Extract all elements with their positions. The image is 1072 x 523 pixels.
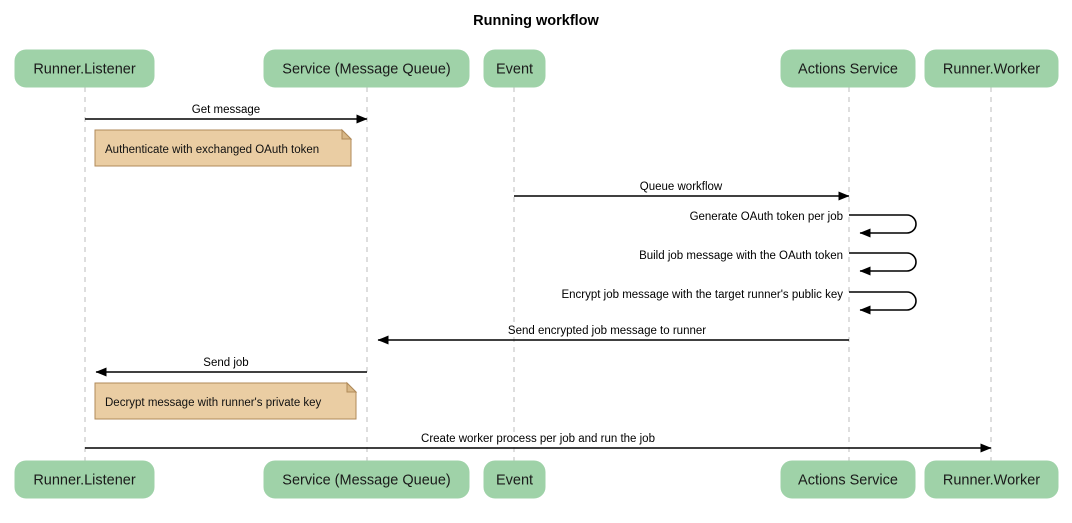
participant-event-footer[interactable]: Event bbox=[483, 460, 546, 499]
message-label-0: Get message bbox=[192, 104, 260, 116]
page-title: Running workflow bbox=[473, 13, 599, 29]
participant-box-runner-worker bbox=[924, 460, 1059, 499]
participant-label-service-message-queue: Service (Message Queue) bbox=[282, 473, 450, 489]
message-3[interactable]: Build job message with the OAuth token bbox=[639, 250, 917, 276]
participant-box-runner-listener bbox=[14, 460, 155, 499]
message-4[interactable]: Encrypt job message with the target runn… bbox=[561, 289, 917, 315]
participant-label-runner-listener: Runner.Listener bbox=[33, 473, 136, 489]
participants-footer-layer: Runner.Listener Service (Message Queue) Ev… bbox=[14, 460, 1059, 499]
participant-box-event bbox=[483, 460, 546, 499]
note-decrypt-text: Decrypt message with runner's private ke… bbox=[105, 397, 322, 409]
participant-event-header[interactable]: Event bbox=[483, 49, 546, 88]
participant-label-runner-listener: Runner.Listener bbox=[33, 62, 136, 78]
message-self-loop-3 bbox=[849, 252, 917, 276]
message-label-5: Send encrypted job message to runner bbox=[508, 325, 706, 337]
participants-header-layer: Runner.Listener Service (Message Queue) Ev… bbox=[14, 49, 1059, 88]
message-2[interactable]: Generate OAuth token per job bbox=[690, 211, 917, 238]
participant-box-service-message-queue bbox=[263, 49, 470, 88]
participant-actions-service-footer[interactable]: Actions Service bbox=[780, 460, 916, 499]
note-decrypt[interactable]: Decrypt message with runner's private ke… bbox=[94, 381, 358, 420]
message-5[interactable]: Send encrypted job message to runner bbox=[377, 325, 849, 345]
message-0[interactable]: Get message bbox=[85, 104, 368, 124]
message-6[interactable]: Send job bbox=[95, 357, 367, 377]
participant-runner-listener-footer[interactable]: Runner.Listener bbox=[14, 460, 155, 499]
participant-box-actions-service bbox=[780, 49, 916, 88]
participant-box-event bbox=[483, 49, 546, 88]
message-self-loop-4 bbox=[849, 291, 917, 315]
lifelines-layer bbox=[84, 87, 992, 461]
message-label-1: Queue workflow bbox=[640, 181, 723, 193]
participant-label-actions-service: Actions Service bbox=[798, 473, 898, 489]
message-label-2: Generate OAuth token per job bbox=[690, 211, 843, 223]
participant-runner-listener-header[interactable]: Runner.Listener bbox=[14, 49, 155, 88]
participant-label-runner-worker: Runner.Worker bbox=[943, 473, 1040, 489]
participant-box-service-message-queue bbox=[263, 460, 470, 499]
participant-actions-service-header[interactable]: Actions Service bbox=[780, 49, 916, 88]
participant-label-actions-service: Actions Service bbox=[798, 62, 898, 78]
participant-runner-worker-header[interactable]: Runner.Worker bbox=[924, 49, 1059, 88]
participant-box-actions-service bbox=[780, 460, 916, 499]
note-authenticate[interactable]: Authenticate with exchanged OAuth token bbox=[94, 128, 353, 167]
message-1[interactable]: Queue workflow bbox=[514, 181, 850, 201]
message-label-7: Create worker process per job and run th… bbox=[421, 433, 655, 445]
note-decrypt-fold-icon bbox=[346, 381, 358, 393]
participant-label-event: Event bbox=[496, 62, 533, 78]
participant-box-runner-listener bbox=[14, 49, 155, 88]
participant-service-message-queue-header[interactable]: Service (Message Queue) bbox=[263, 49, 470, 88]
message-label-6: Send job bbox=[203, 357, 248, 369]
participant-runner-worker-footer[interactable]: Runner.Worker bbox=[924, 460, 1059, 499]
participant-label-event: Event bbox=[496, 473, 533, 489]
participant-label-runner-worker: Runner.Worker bbox=[943, 62, 1040, 78]
message-label-3: Build job message with the OAuth token bbox=[639, 250, 843, 262]
participant-service-message-queue-footer[interactable]: Service (Message Queue) bbox=[263, 460, 470, 499]
message-7[interactable]: Create worker process per job and run th… bbox=[85, 433, 992, 453]
participant-box-runner-worker bbox=[924, 49, 1059, 88]
message-self-loop-2 bbox=[849, 214, 917, 238]
message-label-4: Encrypt job message with the target runn… bbox=[561, 289, 843, 301]
diagram-title-layer: Running workflow bbox=[473, 13, 599, 29]
note-authenticate-body bbox=[94, 129, 352, 167]
participant-label-service-message-queue: Service (Message Queue) bbox=[282, 62, 450, 78]
notes-layer: Authenticate with exchanged OAuth tokenD… bbox=[94, 128, 358, 420]
note-decrypt-body bbox=[94, 382, 357, 420]
note-authenticate-fold-icon bbox=[341, 128, 353, 140]
note-authenticate-text: Authenticate with exchanged OAuth token bbox=[105, 144, 319, 156]
